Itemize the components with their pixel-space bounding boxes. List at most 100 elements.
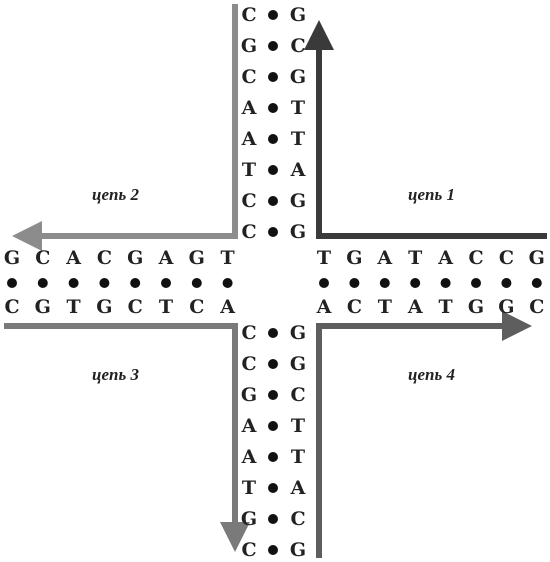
strand-2-label: цепь 2 bbox=[92, 185, 139, 204]
base-letter: G bbox=[290, 66, 306, 88]
pair-dot bbox=[410, 278, 421, 288]
base-letter: T bbox=[291, 446, 305, 468]
base-letter: G bbox=[290, 322, 306, 344]
strand-3-label: цепь 3 bbox=[92, 365, 139, 384]
base-letter: C bbox=[241, 353, 256, 375]
base-letter: T bbox=[242, 159, 256, 181]
base-letter: C bbox=[290, 508, 305, 530]
strand-4-label: цепь 4 bbox=[408, 365, 455, 384]
base-letter: G bbox=[35, 296, 51, 318]
pair-dot bbox=[161, 278, 171, 288]
base-letter: G bbox=[290, 539, 306, 561]
base-letter: A bbox=[241, 415, 257, 437]
base-letter: T bbox=[159, 296, 173, 318]
base-letter: T bbox=[67, 296, 81, 318]
base-letter: A bbox=[241, 128, 257, 150]
base-letter: G bbox=[290, 190, 306, 212]
strand-1-label: цепь 1 bbox=[408, 185, 455, 204]
base-letter: A bbox=[241, 97, 257, 119]
pair-dot bbox=[471, 278, 481, 288]
base-letter: C bbox=[241, 221, 256, 243]
pair-dot bbox=[268, 196, 278, 206]
pair-dot bbox=[268, 165, 278, 175]
base-letter: G bbox=[241, 384, 257, 406]
base-letter: G bbox=[189, 247, 205, 269]
base-letter: A bbox=[290, 159, 306, 181]
pair-dot bbox=[268, 72, 278, 82]
pair-dot bbox=[531, 278, 542, 288]
pair-dot bbox=[268, 421, 278, 431]
pair-dot bbox=[501, 278, 512, 288]
base-letter: C bbox=[241, 539, 256, 561]
pair-dot bbox=[222, 278, 233, 288]
pair-dot bbox=[268, 10, 278, 20]
base-letter: C bbox=[290, 35, 305, 57]
base-letter: G bbox=[96, 296, 112, 318]
base-letter: C bbox=[290, 384, 305, 406]
base-letter: G bbox=[4, 247, 20, 269]
base-letter: C bbox=[97, 247, 112, 269]
pair-dot bbox=[130, 278, 141, 288]
base-letter: T bbox=[317, 247, 331, 269]
pair-dot bbox=[349, 278, 360, 288]
base-letter: T bbox=[291, 97, 305, 119]
strand-4-line bbox=[316, 311, 532, 558]
base-letter: G bbox=[290, 221, 306, 243]
base-letter: C bbox=[4, 296, 19, 318]
base-letter: A bbox=[316, 296, 332, 318]
pair-dot bbox=[268, 103, 278, 113]
base-letter: A bbox=[158, 247, 174, 269]
base-letter: C bbox=[128, 296, 143, 318]
base-letter: C bbox=[189, 296, 204, 318]
pair-dot bbox=[268, 545, 278, 555]
pair-dot bbox=[268, 390, 278, 400]
base-letter: G bbox=[468, 296, 484, 318]
pair-dot bbox=[68, 278, 79, 288]
base-letter: T bbox=[291, 415, 305, 437]
base-letter: C bbox=[347, 296, 362, 318]
pair-dot bbox=[268, 359, 278, 369]
pair-dot bbox=[268, 227, 278, 237]
strand-3-line bbox=[4, 323, 250, 552]
pair-dot bbox=[268, 41, 278, 51]
pair-dot bbox=[319, 278, 329, 288]
base-letter: T bbox=[378, 296, 392, 318]
base-letter: A bbox=[437, 247, 453, 269]
pair-dot bbox=[379, 278, 390, 288]
base-letter: C bbox=[35, 247, 50, 269]
base-letter: A bbox=[376, 247, 392, 269]
pair-dot bbox=[268, 514, 278, 524]
base-letter: G bbox=[346, 247, 362, 269]
base-letter: C bbox=[241, 322, 256, 344]
base-letter: C bbox=[468, 247, 483, 269]
strand-2-line bbox=[11, 4, 238, 251]
pair-dot bbox=[268, 134, 278, 144]
base-letter: C bbox=[241, 4, 256, 26]
pair-dot bbox=[268, 328, 278, 338]
base-letter: A bbox=[219, 296, 235, 318]
base-letter: G bbox=[290, 4, 306, 26]
strand-1-line bbox=[304, 20, 547, 239]
base-letter: A bbox=[241, 446, 257, 468]
base-letter: C bbox=[241, 190, 256, 212]
base-letter: G bbox=[127, 247, 143, 269]
base-letter: T bbox=[242, 477, 256, 499]
base-letter: G bbox=[529, 247, 545, 269]
pair-dot bbox=[268, 483, 278, 493]
base-letter: A bbox=[290, 477, 306, 499]
pair-dot bbox=[37, 278, 48, 288]
pair-dot bbox=[440, 278, 451, 288]
base-letter: T bbox=[408, 247, 422, 269]
base-letter: C bbox=[241, 66, 256, 88]
pair-dot bbox=[191, 278, 202, 288]
base-letter: G bbox=[241, 35, 257, 57]
base-letter: G bbox=[498, 296, 514, 318]
base-letter: A bbox=[65, 247, 81, 269]
base-letter: T bbox=[439, 296, 453, 318]
pair-dot bbox=[7, 278, 17, 288]
